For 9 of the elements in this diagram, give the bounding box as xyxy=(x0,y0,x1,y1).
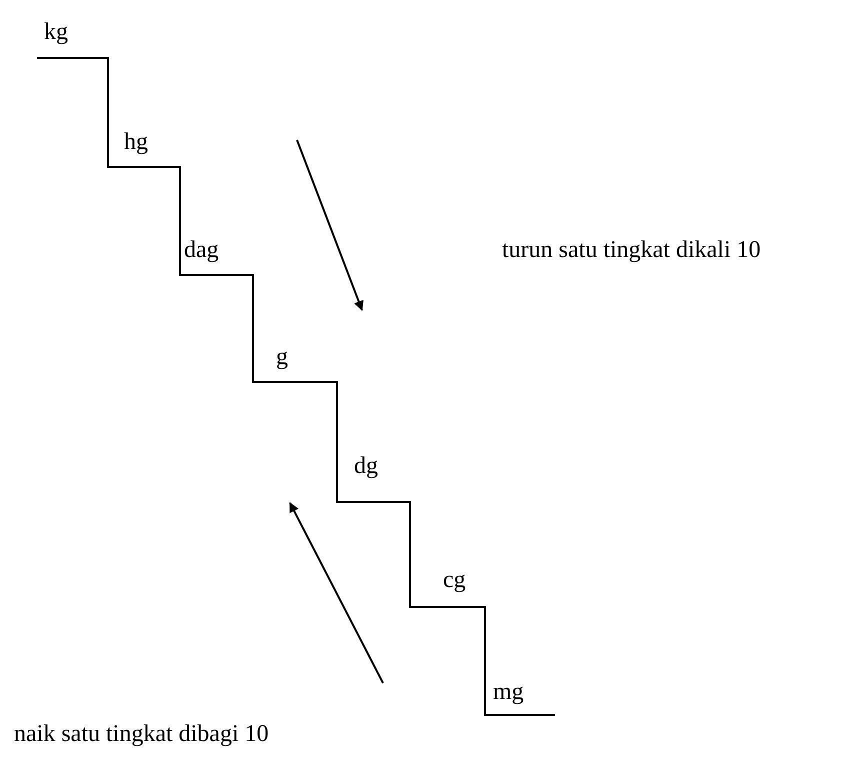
unit-label: dg xyxy=(354,452,378,480)
note-text: turun satu tingkat dikali 10 xyxy=(502,236,761,264)
unit-label: mg xyxy=(493,678,524,706)
unit-label: cg xyxy=(443,566,466,594)
unit-label: dag xyxy=(184,236,219,264)
note-text: naik satu tingkat dibagi 10 xyxy=(14,720,269,748)
unit-label: kg xyxy=(44,18,68,46)
unit-label: g xyxy=(276,343,288,371)
unit-label: hg xyxy=(124,128,148,156)
